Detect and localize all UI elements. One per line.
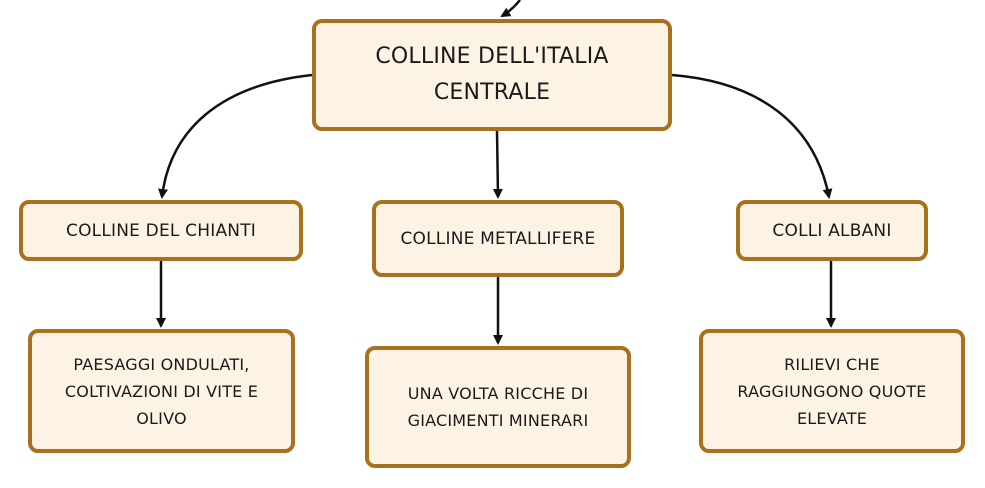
node-colline-metallifere[interactable]: COLLINE METALLIFERE <box>372 200 624 277</box>
node-colline-italia-centrale[interactable]: COLLINE DELL'ITALIA CENTRALE <box>312 19 672 131</box>
edge-root-albani <box>671 73 833 199</box>
edge-root-chianti <box>157 73 313 199</box>
incoming-connector <box>500 0 521 18</box>
node-label: PAESAGGI ONDULATI, COLTIVAZIONI DI VITE … <box>64 354 259 428</box>
node-label: UNA VOLTA RICCHE DI GIACIMENTI MINERARI <box>407 384 589 430</box>
edge-root-metallifere <box>492 130 503 199</box>
node-label: COLLI ALBANI <box>772 220 892 241</box>
node-paesaggi-ondulati[interactable]: PAESAGGI ONDULATI, COLTIVAZIONI DI VITE … <box>28 329 295 453</box>
node-colline-del-chianti[interactable]: COLLINE DEL CHIANTI <box>19 200 303 261</box>
node-label: RILIEVI CHE RAGGIUNGONO QUOTE ELEVATE <box>737 354 927 428</box>
node-rilievi-quote-elevate[interactable]: RILIEVI CHE RAGGIUNGONO QUOTE ELEVATE <box>699 329 965 453</box>
node-label: COLLINE DEL CHIANTI <box>66 220 256 241</box>
node-label: COLLINE DELL'ITALIA CENTRALE <box>375 44 609 105</box>
node-label: COLLINE METALLIFERE <box>400 228 596 249</box>
node-colli-albani[interactable]: COLLI ALBANI <box>736 200 928 261</box>
node-giacimenti-minerari[interactable]: UNA VOLTA RICCHE DI GIACIMENTI MINERARI <box>365 346 631 468</box>
